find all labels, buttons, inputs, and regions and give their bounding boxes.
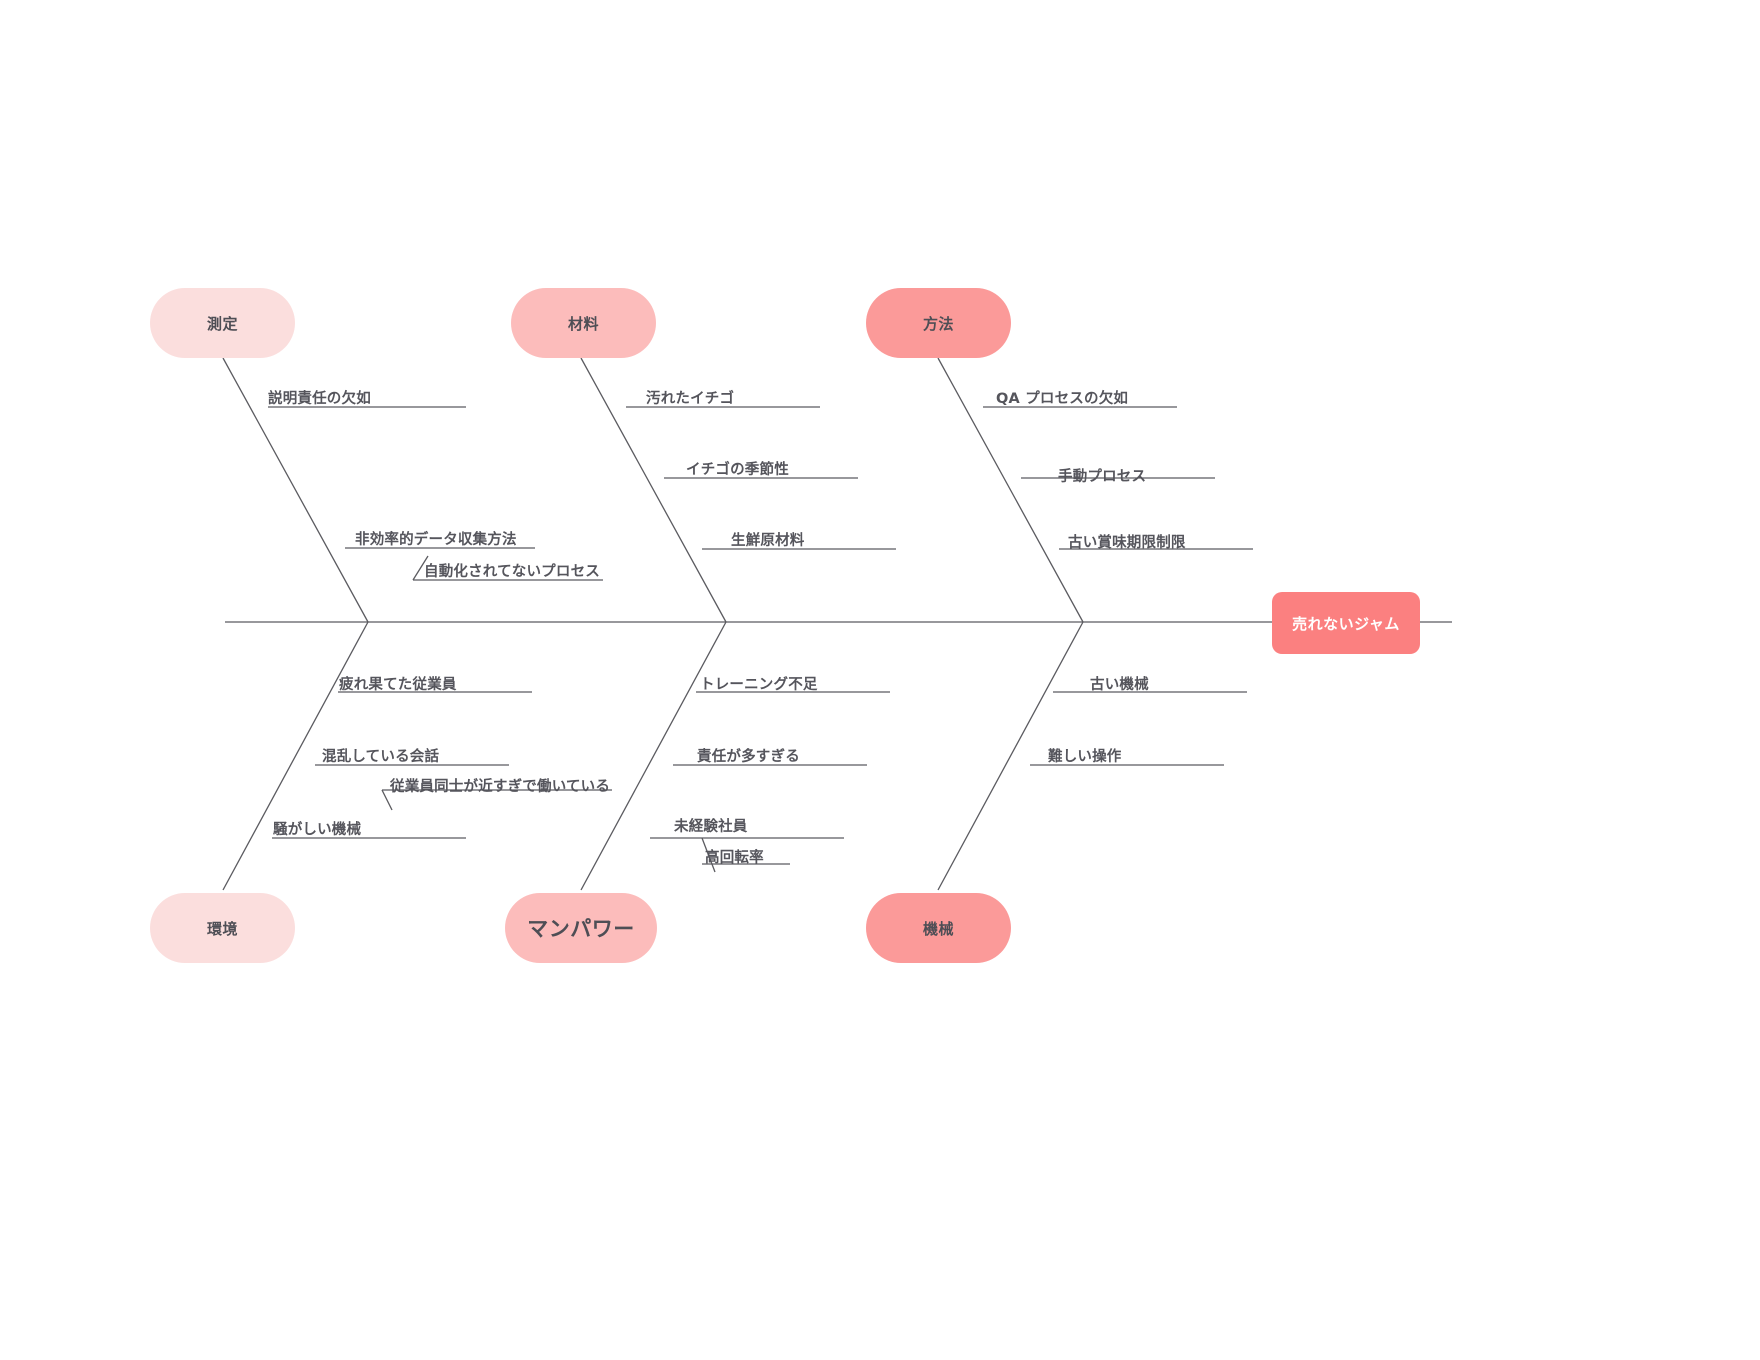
rib-manpower <box>580 621 727 891</box>
cause-method-2: 手動プロセス <box>1058 469 1147 485</box>
rib-measurement <box>222 357 369 623</box>
sub-line-environment-2-1 <box>381 789 393 811</box>
cause-manpower-2: 責任が多すぎる <box>697 749 800 765</box>
cause-manpower-1: トレーニング不足 <box>700 677 818 693</box>
cause-materials-2: イチゴの季節性 <box>686 462 789 478</box>
rib-environment <box>222 621 369 891</box>
cause-materials-3: 生鮮原材料 <box>731 533 805 549</box>
category-label-method: 方法 <box>922 314 954 333</box>
cause-environment-3: 騒がしい機械 <box>273 822 362 838</box>
category-box-manpower[interactable]: マンパワー <box>505 893 657 963</box>
category-label-measurement: 測定 <box>206 314 238 333</box>
cause-manpower-3: 未経験社員 <box>674 819 748 835</box>
category-box-materials[interactable]: 材料 <box>511 288 656 358</box>
cause-measurement-1: 説明責任の欠如 <box>268 391 371 407</box>
subcause-manpower-3-1: 高回転率 <box>705 850 764 866</box>
sub-line-manpower-3-1 <box>701 837 716 873</box>
category-label-environment: 環境 <box>206 919 238 938</box>
cause-method-1: QA プロセスの欠如 <box>996 391 1129 407</box>
rib-method <box>937 357 1084 623</box>
subcause-measurement-2-1: 自動化されてないプロセス <box>424 564 600 580</box>
sub-line-measurement-2-1 <box>412 555 429 581</box>
cause-machine-2: 難しい操作 <box>1048 749 1122 765</box>
category-label-manpower: マンパワー <box>527 917 635 941</box>
cause-environment-1: 疲れ果てた従業員 <box>339 677 457 693</box>
cause-environment-2: 混乱している会話 <box>322 749 440 765</box>
rib-machine <box>937 621 1084 891</box>
category-label-machine: 機械 <box>922 919 954 938</box>
category-box-method[interactable]: 方法 <box>866 288 1011 358</box>
effect-label: 売れないジャム <box>1292 614 1400 633</box>
cause-materials-1: 汚れたイチゴ <box>646 391 735 407</box>
category-box-measurement[interactable]: 測定 <box>150 288 295 358</box>
rib-materials <box>580 357 727 623</box>
category-label-materials: 材料 <box>567 314 599 333</box>
cause-measurement-2: 非効率的データ収集方法 <box>355 532 517 548</box>
cause-method-3: 古い賞味期限制限 <box>1068 535 1186 551</box>
category-box-environment[interactable]: 環境 <box>150 893 295 963</box>
cause-machine-1: 古い機械 <box>1090 677 1149 693</box>
subcause-environment-2-1: 従業員同士が近すぎで働いている <box>390 779 611 795</box>
effect-box[interactable]: 売れないジャム <box>1272 592 1420 654</box>
category-box-machine[interactable]: 機械 <box>866 893 1011 963</box>
